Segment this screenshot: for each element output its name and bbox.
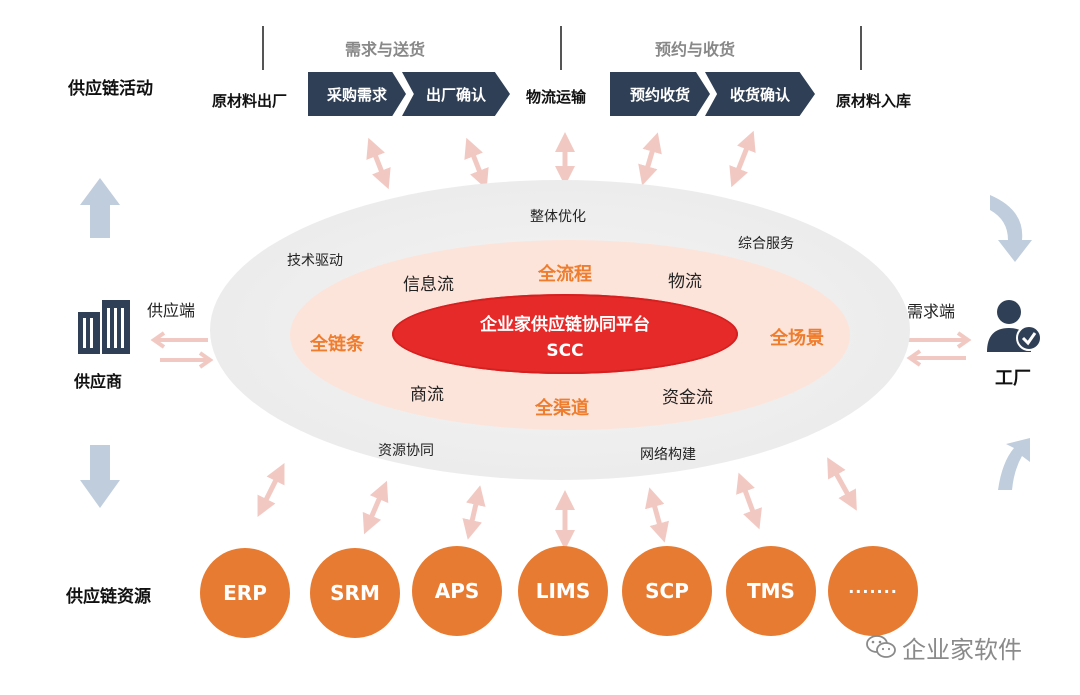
resource-lims: LIMS [518,546,608,636]
flow-logistics: 物流 [668,272,702,292]
ring-overall-optimization: 整体优化 [530,209,586,225]
label-full-chain: 全链条 [310,334,364,355]
demand-end-label: 需求端 [907,302,956,321]
ring-network-building: 网络构建 [640,447,696,463]
step-purchase-demand: 采购需求 [308,72,406,116]
supplier-label: 供应商 [74,372,123,391]
curve-arrow-right-bottom [998,438,1030,490]
activities-row-label: 供应链活动 [68,79,153,99]
resource-scp: SCP [622,546,712,636]
resource-erp: ERP [200,548,290,638]
core-ellipse [392,294,738,374]
resources-row-label: 供应链资源 [66,587,151,607]
resource-aps: APS [412,546,502,636]
resource-tms: TMS [726,546,816,636]
step-logistics-transport: 物流运输 [526,88,587,106]
step-receipt-confirm: 收货确认 [705,72,815,116]
phase-booking-receiving: 预约与收货 [655,40,736,59]
factory-label: 工厂 [995,368,1031,389]
left-side-arrows [150,331,214,369]
flow-commerce: 商流 [410,385,444,405]
core-platform-subtitle: SCC [546,341,584,361]
ring-tech-driven: 技术驱动 [287,253,343,269]
big-blue-arrows [80,178,1032,508]
right-side-arrows [905,331,972,367]
phase-divider-right [860,26,862,70]
step-raw-material-in: 原材料入库 [836,92,912,110]
phase-divider-mid [560,26,562,70]
step-booking-receipt: 预约收货 [610,72,710,116]
resource-srm: SRM [310,548,400,638]
ring-resource-synergy: 资源协同 [378,443,434,459]
ring-integrated-service: 综合服务 [738,236,794,252]
resource-more: ······· [828,546,918,636]
supply-end-label: 供应端 [147,301,196,320]
flow-information: 信息流 [403,275,454,295]
curve-arrow-right-top [990,195,1032,262]
bottom-double-arrows [257,457,857,550]
phase-divider-left [262,26,264,70]
watermark-text: 企业家软件 [902,636,1022,664]
label-full-process: 全流程 [538,264,592,285]
step-factory-confirm: 出厂确认 [402,72,510,116]
building-icon [78,300,130,354]
core-platform-title: 企业家供应链协同平台 [480,315,650,335]
user-check-icon [987,300,1042,352]
label-full-scene: 全场景 [770,328,824,349]
flow-capital: 资金流 [662,388,713,408]
down-arrow-left [80,445,120,508]
up-arrow-left [80,178,120,238]
top-double-arrows [366,130,756,190]
step-raw-material-out: 原材料出厂 [212,92,288,110]
phase-demand-delivery: 需求与送货 [345,40,426,59]
wechat-icon [866,635,896,658]
label-full-channel: 全渠道 [535,398,589,419]
